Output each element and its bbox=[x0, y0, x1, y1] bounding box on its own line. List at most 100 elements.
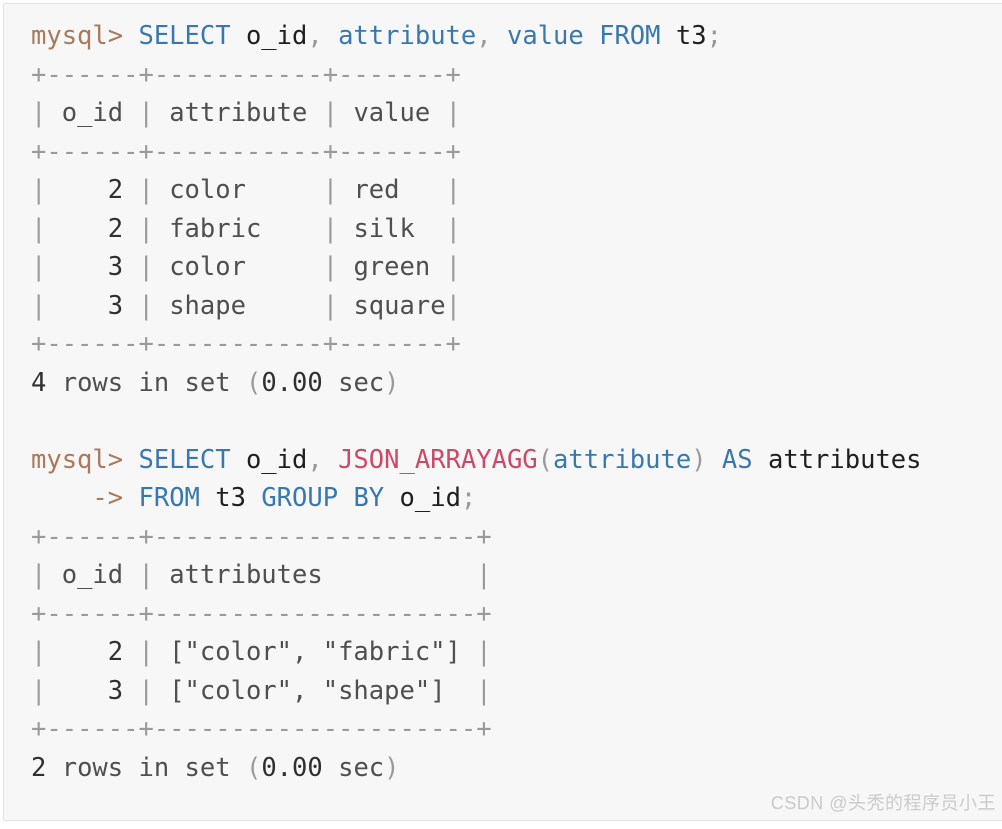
token-tbl: ["color", "shape"] bbox=[153, 675, 477, 706]
token-kw: FROM bbox=[599, 21, 661, 51]
token-prompt: mysql> bbox=[31, 444, 139, 475]
table2-row-1: | 2 | ["color", "fabric"] | bbox=[31, 633, 995, 672]
token-num: 2 bbox=[46, 213, 139, 244]
token-tbl: attributes bbox=[153, 560, 477, 590]
token-kw: GROUP BY bbox=[261, 483, 385, 513]
token-tbl: color bbox=[153, 252, 323, 282]
token-punct: ( bbox=[245, 752, 262, 783]
token-num: 0.00 bbox=[261, 367, 323, 398]
token-punct: +------+---------------------+ bbox=[31, 521, 492, 552]
token-id bbox=[31, 483, 92, 513]
table2-status: 2 rows in set (0.00 sec) bbox=[31, 749, 995, 788]
token-id: o_id bbox=[230, 444, 308, 475]
token-id: attributes bbox=[752, 444, 922, 475]
token-punct: | bbox=[138, 175, 154, 205]
token-tbl: rows in set bbox=[46, 367, 246, 398]
token-id: o_id bbox=[384, 483, 461, 513]
token-tbl: o_id bbox=[46, 560, 139, 590]
token-kw: attribute bbox=[553, 444, 692, 475]
table1-header: | o_id | attribute | value | bbox=[31, 94, 995, 133]
token-num: 3 bbox=[46, 252, 139, 282]
table1-row-2: | 2 | fabric | silk | bbox=[31, 210, 995, 249]
token-tbl: silk bbox=[338, 213, 446, 244]
token-id: o_id bbox=[230, 21, 308, 51]
token-id: t3 bbox=[199, 483, 262, 513]
token-punct: | bbox=[476, 560, 492, 590]
token-punct: | bbox=[445, 252, 461, 282]
token-punct: ) bbox=[691, 444, 707, 475]
table2-row-2: | 3 | ["color", "shape"] | bbox=[31, 672, 995, 711]
table1-row-1: | 2 | color | red | bbox=[31, 171, 995, 210]
token-punct: | bbox=[138, 252, 154, 282]
token-kw: FROM bbox=[138, 483, 200, 513]
table1-border-bottom: +------+-----------+-------+ bbox=[31, 325, 995, 364]
token-punct: ( bbox=[537, 444, 554, 475]
token-punct: ; bbox=[706, 21, 722, 51]
token-tbl: sec bbox=[322, 752, 385, 783]
table1-border-mid: +------+-----------+-------+ bbox=[31, 133, 995, 172]
token-punct: | bbox=[31, 290, 47, 321]
token-punct: | bbox=[138, 98, 154, 128]
token-kw: SELECT bbox=[138, 21, 231, 51]
token-num: 3 bbox=[46, 290, 139, 321]
token-punct: | bbox=[138, 637, 154, 667]
token-kw: value bbox=[506, 21, 584, 51]
table1-row-3: | 3 | color | green | bbox=[31, 248, 995, 287]
table2-border-top: +------+---------------------+ bbox=[31, 518, 995, 557]
token-id bbox=[323, 445, 338, 475]
token-punct: , bbox=[307, 21, 323, 51]
token-tbl: fabric bbox=[153, 213, 323, 244]
token-num: 0.00 bbox=[261, 752, 323, 783]
mysql-console-code-block: mysql> SELECT o_id, attribute, value FRO… bbox=[3, 3, 1002, 821]
token-id bbox=[323, 21, 338, 51]
token-tbl: value bbox=[338, 98, 446, 128]
token-punct: | bbox=[31, 252, 47, 282]
token-tbl: sec bbox=[322, 367, 385, 398]
token-punct: | bbox=[322, 175, 339, 205]
table2-border-mid: +------+---------------------+ bbox=[31, 595, 995, 634]
token-kw: SELECT bbox=[138, 444, 231, 475]
token-punct: | bbox=[31, 98, 47, 128]
token-tbl: attribute bbox=[153, 98, 323, 128]
token-punct: ) bbox=[384, 367, 400, 398]
token-punct: | bbox=[445, 290, 461, 321]
token-id bbox=[492, 21, 507, 51]
token-punct: ; bbox=[460, 483, 477, 513]
token-tbl: green bbox=[338, 252, 446, 282]
table1-status: 4 rows in set (0.00 sec) bbox=[31, 364, 995, 403]
token-id: t3 bbox=[660, 21, 707, 51]
token-punct: | bbox=[322, 252, 339, 282]
token-func: JSON_ARRAYAGG bbox=[338, 444, 538, 475]
token-prompt: -> bbox=[92, 483, 139, 513]
token-punct: | bbox=[138, 560, 154, 590]
token-punct: | bbox=[31, 637, 47, 667]
token-kw: AS bbox=[721, 444, 753, 475]
token-tbl: shape bbox=[153, 290, 323, 321]
token-num: 2 bbox=[46, 637, 139, 667]
token-punct: +------+-----------+-------+ bbox=[31, 329, 461, 359]
token-punct: | bbox=[322, 213, 339, 244]
query2-line-2: -> FROM t3 GROUP BY o_id; bbox=[31, 479, 995, 518]
token-punct: +------+-----------+-------+ bbox=[31, 59, 461, 90]
token-prompt: mysql> bbox=[31, 21, 139, 51]
token-punct: +------+---------------------+ bbox=[31, 714, 492, 744]
table1-border-top: +------+-----------+-------+ bbox=[31, 56, 995, 95]
token-punct: | bbox=[31, 560, 47, 590]
token-punct: | bbox=[31, 213, 47, 244]
token-punct: | bbox=[322, 98, 339, 128]
token-punct: ) bbox=[384, 752, 400, 783]
token-punct: | bbox=[138, 213, 154, 244]
token-tbl: red bbox=[338, 175, 446, 205]
token-punct: ( bbox=[245, 367, 262, 398]
token-punct: | bbox=[31, 175, 47, 205]
token-punct: | bbox=[476, 675, 492, 706]
csdn-watermark: CSDN @头秃的程序员小王 bbox=[770, 793, 996, 813]
token-num: 3 bbox=[46, 675, 139, 706]
query1-line: mysql> SELECT o_id, attribute, value FRO… bbox=[31, 17, 995, 56]
token-tbl: ["color", "fabric"] bbox=[153, 637, 477, 667]
token-punct: | bbox=[138, 675, 154, 706]
table1-row-4: | 3 | shape | square| bbox=[31, 287, 995, 326]
token-punct: | bbox=[31, 675, 47, 706]
token-punct: | bbox=[445, 98, 461, 128]
token-punct: , bbox=[476, 21, 492, 51]
